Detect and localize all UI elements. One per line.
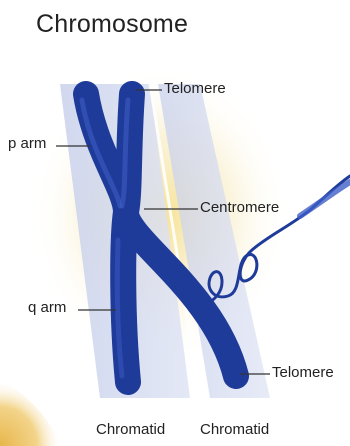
label-centromere: Centromere [200, 199, 279, 216]
label-telomere-bottom: Telomere [272, 364, 334, 381]
label-q-arm: q arm [28, 299, 66, 316]
label-chromatid-left: Chromatid [96, 421, 165, 438]
corner-glow [0, 380, 62, 446]
label-p-arm: p arm [8, 135, 46, 152]
label-chromatid-right: Chromatid [200, 421, 269, 438]
diagram-title: Chromosome [36, 10, 188, 39]
label-telomere-top: Telomere [164, 80, 226, 97]
